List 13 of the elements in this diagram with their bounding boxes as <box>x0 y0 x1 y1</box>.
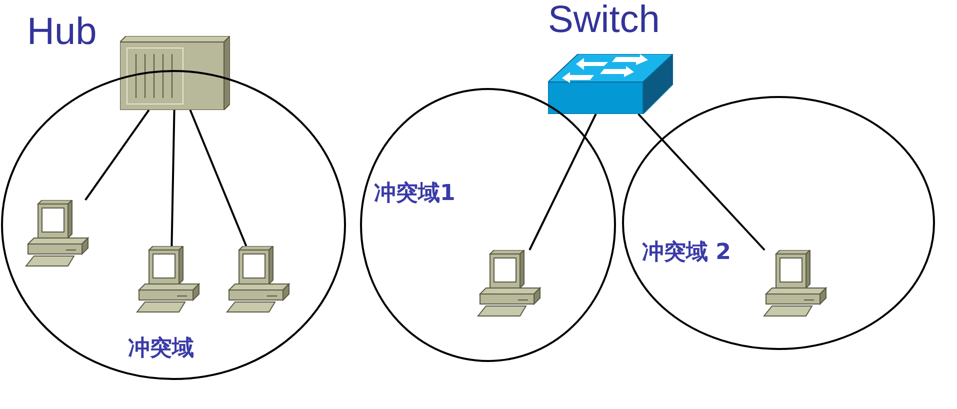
network-cable <box>189 110 248 246</box>
network-cable <box>84 109 150 201</box>
domain-label: 冲突域1 <box>374 183 456 205</box>
domain-label: 冲突域 2 <box>642 242 731 264</box>
device-title: Switch <box>548 0 660 42</box>
collision-domain-ellipse <box>622 96 935 350</box>
domain-label: 冲突域 <box>128 338 194 360</box>
collision-domain-ellipse <box>360 88 616 362</box>
network-cable <box>528 114 597 250</box>
network-cable <box>638 113 766 251</box>
device-title: Hub <box>27 12 97 54</box>
collision-domain-ellipse <box>1 70 346 380</box>
network-cable <box>170 110 176 246</box>
